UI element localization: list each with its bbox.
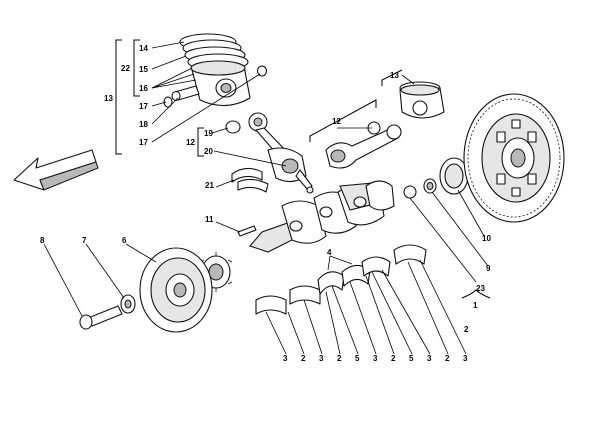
callout-9: 9 <box>486 264 491 273</box>
pulley-bolt <box>79 305 123 330</box>
callout-3-5: 3 <box>463 354 468 363</box>
callout-17-bottom: 17 <box>139 138 148 147</box>
callout-1: 1 <box>473 301 478 310</box>
callout-2-3: 2 <box>391 354 396 363</box>
rear-bearing-ring <box>403 178 437 199</box>
crankshaft-key <box>237 225 257 237</box>
flywheel <box>463 93 565 223</box>
callout-labels: 13 22 14 15 16 17 18 17 12 19 20 21 13 1… <box>40 44 491 363</box>
callout-8: 8 <box>40 236 45 245</box>
callout-21: 21 <box>205 181 214 190</box>
callout-2-4: 2 <box>445 354 450 363</box>
rear-oil-seal <box>439 157 469 195</box>
callout-3-3: 3 <box>373 354 378 363</box>
callout-22: 22 <box>121 64 130 73</box>
piston-assembly-top-right <box>367 81 445 135</box>
callout-16: 16 <box>139 84 148 93</box>
connecting-rod-right <box>325 124 402 169</box>
callout-6: 6 <box>122 236 127 245</box>
crankshaft <box>249 180 395 253</box>
main-bearing-shells <box>255 244 427 315</box>
callout-20: 20 <box>204 147 213 156</box>
callout-5-2: 5 <box>409 354 414 363</box>
callout-12-right: 12 <box>332 117 341 126</box>
callout-17-top: 17 <box>139 102 148 111</box>
callout-18: 18 <box>139 120 148 129</box>
conrod-bearing-shells <box>231 167 269 193</box>
callout-4: 4 <box>327 248 332 257</box>
callout-3-1: 3 <box>283 354 288 363</box>
callout-7: 7 <box>82 236 87 245</box>
group-brackets <box>115 39 491 299</box>
callout-2-2: 2 <box>337 354 342 363</box>
callout-10: 10 <box>482 234 491 243</box>
callout-11: 11 <box>205 215 214 224</box>
callout-14: 14 <box>139 44 148 53</box>
connecting-rod-left <box>225 112 314 194</box>
callout-3-2: 3 <box>319 354 324 363</box>
crankshaft-pulley <box>139 247 213 333</box>
front-direction-arrow-icon <box>13 149 99 191</box>
pulley-washer <box>120 294 136 314</box>
callout-3-4: 3 <box>427 354 432 363</box>
callout-2-1: 2 <box>301 354 306 363</box>
callout-2-right: 2 <box>464 325 469 334</box>
piston-assembly-top-left <box>163 33 268 108</box>
leader-lines <box>43 41 489 355</box>
callout-12-left: 12 <box>186 138 195 147</box>
callout-23: 23 <box>476 284 485 293</box>
callout-13-right: 13 <box>390 71 399 80</box>
callout-15: 15 <box>139 65 148 74</box>
callout-5-1: 5 <box>355 354 360 363</box>
callout-19: 19 <box>204 129 213 138</box>
callout-13-left: 13 <box>104 94 113 103</box>
